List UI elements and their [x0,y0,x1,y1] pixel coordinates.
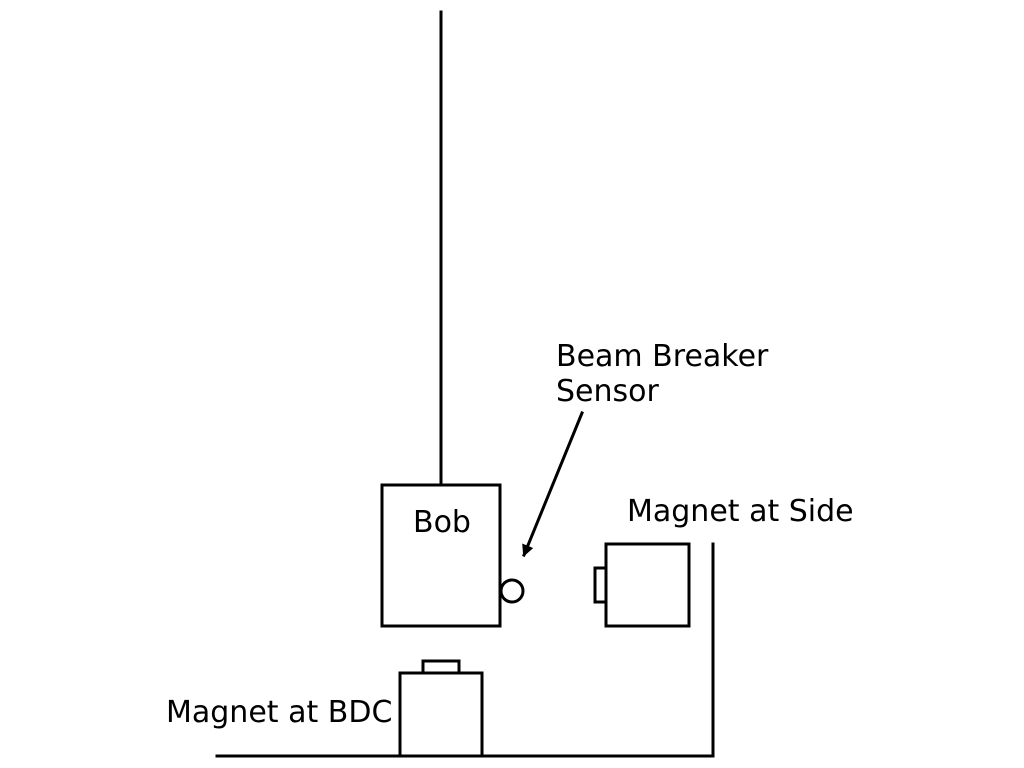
magnet-side-label: Magnet at Side [627,494,854,529]
sensor-label-line1: Beam Breaker [556,339,769,374]
magnet-bdc-pole [421,659,461,675]
magnet-at-side [604,542,691,628]
pendulum-bob [380,483,502,628]
bob-label: Bob [413,505,471,540]
magnet-at-bdc [398,671,484,758]
magnet-side-pole [593,566,608,604]
beam-breaker-sensor [499,578,525,604]
magnet-bdc-label: Magnet at BDC [166,695,392,730]
sensor-pointer-arrow [522,411,584,557]
sensor-label-line2: Sensor [556,374,659,409]
